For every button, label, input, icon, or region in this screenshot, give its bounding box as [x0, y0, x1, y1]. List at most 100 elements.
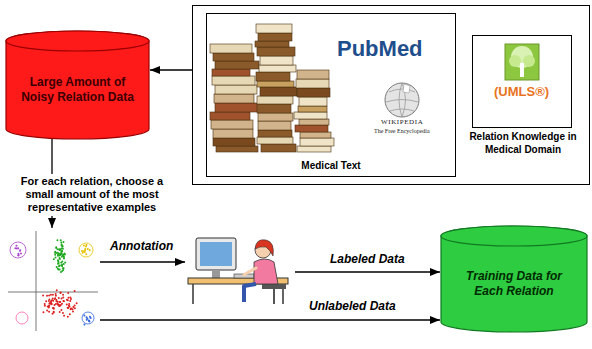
- data-point: [61, 243, 63, 245]
- data-point: [59, 268, 61, 270]
- data-point: [63, 255, 65, 257]
- book: [210, 44, 252, 53]
- data-point: [86, 244, 88, 246]
- data-point: [84, 251, 86, 253]
- data-point: [61, 264, 63, 266]
- umls-tree-icon-part: [505, 44, 539, 80]
- edge-label: For each relation, choose a small amount…: [11, 174, 173, 216]
- book: [215, 61, 259, 69]
- data-point: [62, 294, 64, 296]
- wikipedia-globe-part: [403, 84, 410, 93]
- arrow-connector: [295, 271, 440, 272]
- umls-tree-icon-part: [520, 63, 524, 77]
- data-point: [54, 251, 56, 253]
- book: [257, 81, 294, 87]
- annotator-illustration-part: [273, 289, 275, 304]
- data-point: [59, 249, 61, 251]
- data-point: [62, 296, 64, 298]
- annotator-illustration-part: [255, 240, 273, 256]
- book: [257, 47, 295, 56]
- data-point: [56, 239, 58, 241]
- data-point: [53, 307, 55, 309]
- data-point: [63, 300, 65, 302]
- cluster-ring: [79, 243, 93, 257]
- annotator-figure: [185, 225, 295, 310]
- data-point: [57, 303, 59, 305]
- data-point: [83, 314, 85, 316]
- data-point: [62, 300, 64, 302]
- logo-subtitle: The Free Encyclopedia: [374, 128, 430, 135]
- data-point: [61, 253, 63, 255]
- arrow-connector: [100, 319, 440, 320]
- data-point: [68, 305, 70, 307]
- data-point: [67, 292, 69, 294]
- data-point: [50, 294, 52, 296]
- data-point: [47, 306, 49, 308]
- data-point: [88, 320, 90, 322]
- data-point: [59, 311, 61, 313]
- book: [211, 120, 253, 129]
- data-point: [16, 248, 18, 250]
- data-point: [57, 259, 59, 261]
- data-point: [88, 320, 90, 322]
- wikipedia-globe-part: [385, 83, 419, 117]
- data-point: [88, 320, 90, 322]
- scatter-plot-illustration-part: [36, 231, 37, 331]
- book: [296, 79, 329, 88]
- data-point: [66, 299, 68, 301]
- annotator-illustration-part: [244, 268, 256, 275]
- data-point: [67, 307, 69, 309]
- data-point: [44, 305, 46, 307]
- data-point: [58, 257, 60, 259]
- data-point: [53, 304, 55, 306]
- data-point: [58, 248, 60, 250]
- data-point: [17, 255, 19, 257]
- book: [258, 130, 292, 137]
- book: [213, 138, 255, 146]
- book: [257, 96, 293, 104]
- data-point: [60, 265, 62, 267]
- cylinder-top: [6, 31, 149, 51]
- book: [216, 146, 258, 152]
- data-point: [48, 300, 50, 302]
- book: [212, 76, 255, 85]
- data-point: [62, 312, 64, 314]
- logo-text: PubMed: [337, 37, 423, 61]
- data-point: [57, 267, 59, 269]
- data-point: [49, 302, 51, 304]
- data-point: [58, 265, 60, 267]
- book: [297, 88, 330, 97]
- book: [257, 104, 291, 113]
- database-cylinder: Training Data for Each Relation: [440, 225, 588, 333]
- cluster-ring: [10, 242, 26, 258]
- book: [215, 85, 257, 94]
- data-point: [60, 242, 62, 244]
- data-point: [61, 253, 63, 255]
- data-point: [64, 253, 66, 255]
- umls-tree-icon: [505, 44, 539, 80]
- data-point: [86, 319, 88, 321]
- data-point: [63, 267, 65, 269]
- data-point: [54, 252, 56, 254]
- data-point: [74, 307, 76, 309]
- logo-text: WIKIPEDIA: [381, 119, 423, 127]
- data-point: [74, 304, 76, 306]
- data-point: [87, 248, 89, 250]
- data-point: [56, 289, 58, 291]
- data-point: [76, 302, 78, 304]
- data-point: [66, 303, 68, 305]
- book: [258, 121, 291, 130]
- wikipedia-globe: [385, 83, 419, 117]
- book: [215, 103, 258, 112]
- data-point: [53, 258, 55, 260]
- data-point: [67, 307, 69, 309]
- data-point: [84, 248, 86, 250]
- annotator-illustration-part: [200, 242, 232, 266]
- data-point: [60, 248, 62, 250]
- data-point: [52, 307, 54, 309]
- data-point: [67, 316, 69, 318]
- data-point: [59, 292, 61, 294]
- data-point: [54, 297, 56, 299]
- data-point: [62, 248, 64, 250]
- book: [299, 97, 327, 106]
